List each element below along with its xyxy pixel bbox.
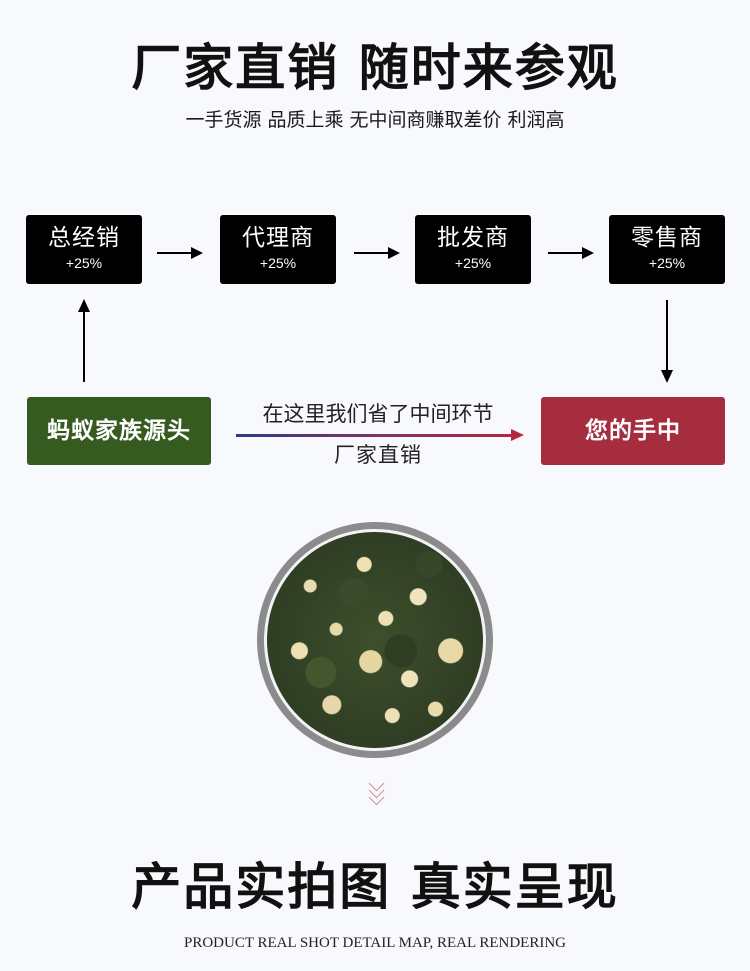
up-arrow-icon — [78, 299, 90, 382]
chain-box-label: 总经销 — [48, 225, 120, 251]
photo-frame-inner — [264, 529, 486, 751]
chain-box-markup: +25% — [454, 255, 492, 271]
chain-box-markup: +25% — [259, 255, 297, 271]
right-arrow-icon — [157, 247, 203, 259]
gradient-right-arrow-icon — [236, 429, 524, 441]
chain-box-markup: +25% — [648, 255, 686, 271]
chain-box-wholesaler: 批发商 +25% — [415, 215, 531, 284]
destination-box: 您的手中 — [541, 397, 725, 465]
chain-box-agent: 代理商 +25% — [220, 215, 336, 284]
chain-box-retailer: 零售商 +25% — [609, 215, 725, 284]
section-title: 产品实拍图 真实呈现 — [131, 857, 619, 916]
section-subtitle: PRODUCT REAL SHOT DETAIL MAP, REAL RENDE… — [183, 935, 566, 951]
source-box: 蚂蚁家族源头 — [27, 397, 211, 465]
chain-box-markup: +25% — [65, 255, 103, 271]
down-arrow-icon — [661, 300, 673, 383]
chain-box-label: 批发商 — [437, 225, 509, 251]
product-photo — [267, 532, 483, 748]
right-arrow-icon — [548, 247, 594, 259]
triple-chevron-down-icon — [367, 775, 385, 806]
page-subtitle: 一手货源 品质上乘 无中间商赚取差价 利润高 — [185, 109, 565, 131]
factory-direct-text: 厂家直销 — [334, 443, 422, 467]
saved-middlemen-text: 在这里我们省了中间环节 — [262, 402, 494, 426]
product-photo-frame — [257, 522, 493, 758]
chain-box-general-distributor: 总经销 +25% — [26, 215, 142, 284]
page-title: 厂家直销 随时来参观 — [131, 38, 619, 97]
right-arrow-icon — [354, 247, 400, 259]
chain-box-label: 零售商 — [631, 225, 703, 251]
chain-box-label: 代理商 — [242, 225, 314, 251]
